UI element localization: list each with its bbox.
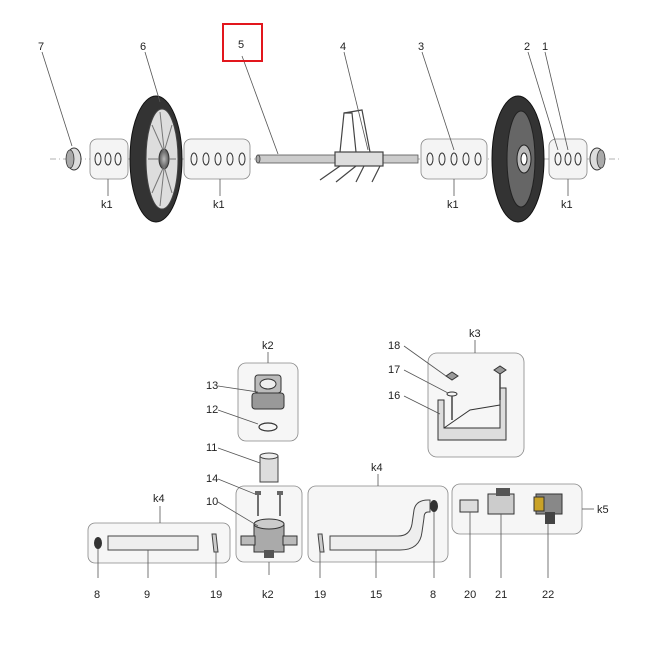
kit-k1-washers-mid-right — [420, 138, 488, 180]
tube-piece — [259, 452, 279, 483]
label-kit-k2-top: k2 — [262, 340, 274, 352]
label-part-22: 22 — [542, 589, 554, 601]
label-kit-k1: k1 — [101, 199, 113, 211]
kit-k1-washers-left — [89, 138, 129, 180]
label-part-8: 8 — [430, 589, 436, 601]
label-part-4: 4 — [340, 41, 346, 53]
wheel-cap-left — [65, 147, 82, 171]
wheel-cap-right — [589, 147, 606, 171]
label-part-6: 6 — [140, 41, 146, 53]
label-part-15: 15 — [370, 589, 382, 601]
label-part-16: 16 — [388, 390, 400, 402]
label-part-11: 11 — [206, 442, 217, 454]
highlight-box-part-5 — [222, 23, 263, 62]
label-part-3: 3 — [418, 41, 424, 53]
label-part-13: 13 — [206, 380, 218, 392]
top-leader-lines — [41, 51, 569, 196]
wheel-right — [491, 95, 545, 223]
kit-k4-hose-left — [87, 522, 231, 564]
label-part-1: 1 — [542, 41, 548, 53]
label-kit-k5: k5 — [597, 504, 609, 516]
kit-k3-mounting-bracket — [427, 352, 525, 458]
kit-k2-coupling — [237, 362, 299, 442]
label-part-10: 10 — [206, 496, 218, 508]
bottom-hose-assembly: k2 k3 k4 k4 k5 k2 13 12 11 14 10 18 17 1… — [87, 328, 609, 601]
wheel-left — [129, 95, 183, 223]
label-part-14: 14 — [206, 473, 218, 485]
label-part-7: 7 — [38, 41, 44, 53]
kit-k2-fitting — [235, 485, 303, 563]
label-part-19: 19 — [210, 589, 222, 601]
kit-k1-washers-mid-left — [183, 138, 251, 180]
label-part-20: 20 — [464, 589, 476, 601]
label-part-21: 21 — [495, 589, 507, 601]
bottom-leader-lines — [97, 340, 594, 578]
label-part-8: 8 — [94, 589, 100, 601]
label-part-12: 12 — [206, 404, 218, 416]
label-part-18: 18 — [388, 340, 400, 352]
label-kit-k1: k1 — [213, 199, 225, 211]
kit-k4-hose-right — [307, 485, 449, 563]
label-kit-k1: k1 — [561, 199, 573, 211]
label-kit-k3: k3 — [469, 328, 481, 340]
label-part-19: 19 — [314, 589, 326, 601]
top-axle-assembly: 7 6 5 4 3 2 1 k1 k1 k1 k1 — [38, 23, 622, 223]
label-part-9: 9 — [144, 589, 150, 601]
kit-k1-washers-right — [548, 138, 588, 180]
label-kit-k1: k1 — [447, 199, 459, 211]
label-part-5: 5 — [238, 39, 244, 51]
label-part-17: 17 — [388, 364, 400, 376]
label-part-2: 2 — [524, 41, 530, 53]
stand-bracket — [319, 109, 384, 183]
label-kit-k2-bottom: k2 — [262, 589, 274, 601]
label-kit-k4-left: k4 — [153, 493, 165, 505]
kit-k5-connectors — [451, 483, 583, 535]
label-kit-k4-right: k4 — [371, 462, 383, 474]
